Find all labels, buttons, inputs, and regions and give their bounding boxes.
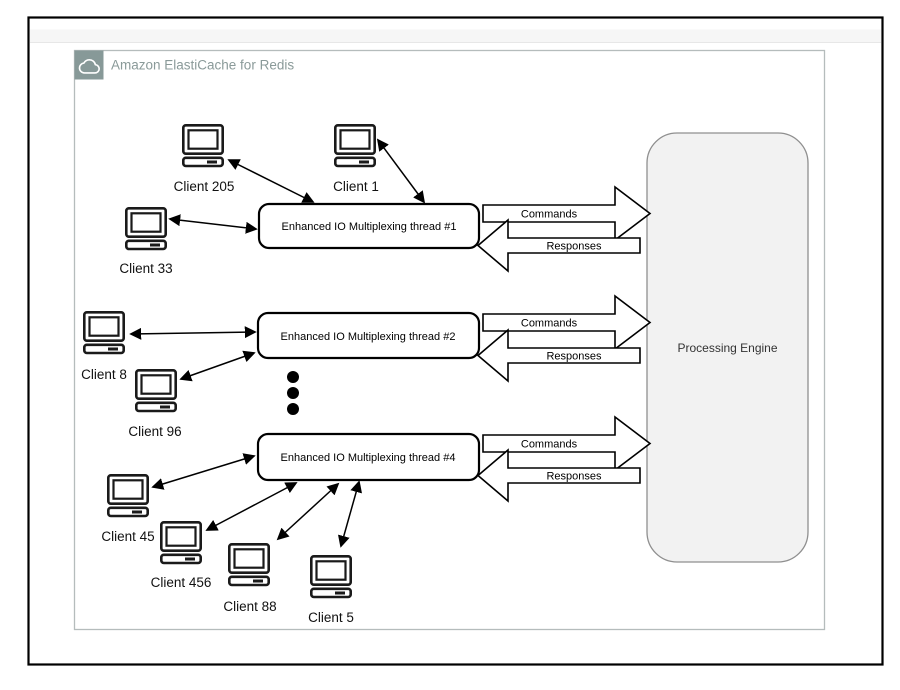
commands-label: Commands: [521, 209, 578, 221]
client-node: Client 1: [333, 124, 379, 194]
responses-arrow: [476, 328, 641, 383]
client-node: Client 33: [119, 207, 173, 276]
flow-row-1: Commands Responses: [476, 185, 652, 273]
connector-client205-thread1: [227, 159, 315, 203]
cloud-icon: [78, 58, 100, 74]
thread-box-4: [256, 432, 481, 482]
connector-client45-thread4: [151, 453, 256, 490]
client-label: Client 1: [333, 179, 379, 194]
thread-box-2-label: Enhanced IO Multiplexing thread #2: [281, 331, 456, 343]
computer-icon: [125, 207, 167, 251]
client-node: Client 5: [308, 554, 354, 625]
computer-icon: [83, 310, 125, 355]
client-node: Client 205: [174, 124, 235, 194]
commands-label: Commands: [521, 318, 578, 330]
client-node: Client 456: [151, 520, 212, 590]
client-node: Client 88: [223, 542, 277, 614]
more-threads-ellipsis-icon: [287, 371, 299, 415]
client-node: Client 45: [101, 473, 155, 544]
client-label: Client 205: [174, 179, 235, 194]
computer-icon: [228, 542, 271, 587]
top-faint-band: [30, 29, 881, 42]
responses-arrow: [476, 218, 641, 273]
thread-box-1-label: Enhanced IO Multiplexing thread #1: [282, 221, 457, 233]
group-header: Amazon ElastiCache for Redis: [74, 50, 294, 80]
client-label: Client 5: [308, 610, 354, 625]
client-node: Client 8: [81, 310, 127, 382]
computer-icon: [309, 554, 353, 599]
thread-boxes: Enhanced IO Multiplexing thread #1 Enhan…: [256, 202, 481, 482]
connector-client88-thread4: [276, 482, 340, 541]
client-label: Client 45: [101, 529, 154, 544]
flow-row-2: Commands Responses: [476, 294, 652, 383]
client-label: Client 88: [223, 599, 276, 614]
client-label: Client 8: [81, 367, 127, 382]
client-label: Client 33: [119, 261, 172, 276]
computer-icon: [182, 124, 224, 168]
responses-label: Responses: [546, 351, 602, 363]
responses-label: Responses: [546, 471, 602, 483]
processing-engine-label: Processing Engine: [677, 341, 777, 355]
responses-label: Responses: [546, 241, 602, 253]
client-label: Client 96: [128, 424, 181, 439]
connector-client5-thread4: [337, 480, 363, 548]
computer-icon: [107, 473, 149, 518]
commands-arrow: [482, 294, 652, 351]
client-label: Client 456: [151, 575, 212, 590]
commands-label: Commands: [521, 439, 578, 451]
cloud-icon-box: [74, 50, 104, 80]
connector-client8-thread2: [129, 326, 257, 340]
computer-icon: [160, 520, 202, 565]
computer-icon: [333, 124, 377, 168]
thread-box-2: [256, 311, 481, 360]
connector-client96-thread2: [179, 350, 256, 382]
thread-box-4-label: Enhanced IO Multiplexing thread #4: [281, 452, 456, 464]
responses-arrow: [476, 448, 641, 503]
thread-box-1: [257, 202, 481, 250]
computer-icon: [135, 368, 177, 413]
connector-client1-thread1: [376, 138, 426, 204]
processing-engine-box: [646, 132, 809, 563]
group-title: Amazon ElastiCache for Redis: [111, 58, 294, 73]
connector-client33-thread1: [168, 214, 258, 234]
client-node: Client 96: [128, 368, 182, 439]
processing-engine: Processing Engine: [646, 132, 809, 563]
client-connectors: [129, 138, 426, 548]
clients: Client 205 Client 1 Client 33 Client 8 C…: [81, 124, 379, 625]
flow-row-3: Commands Responses: [476, 415, 652, 503]
